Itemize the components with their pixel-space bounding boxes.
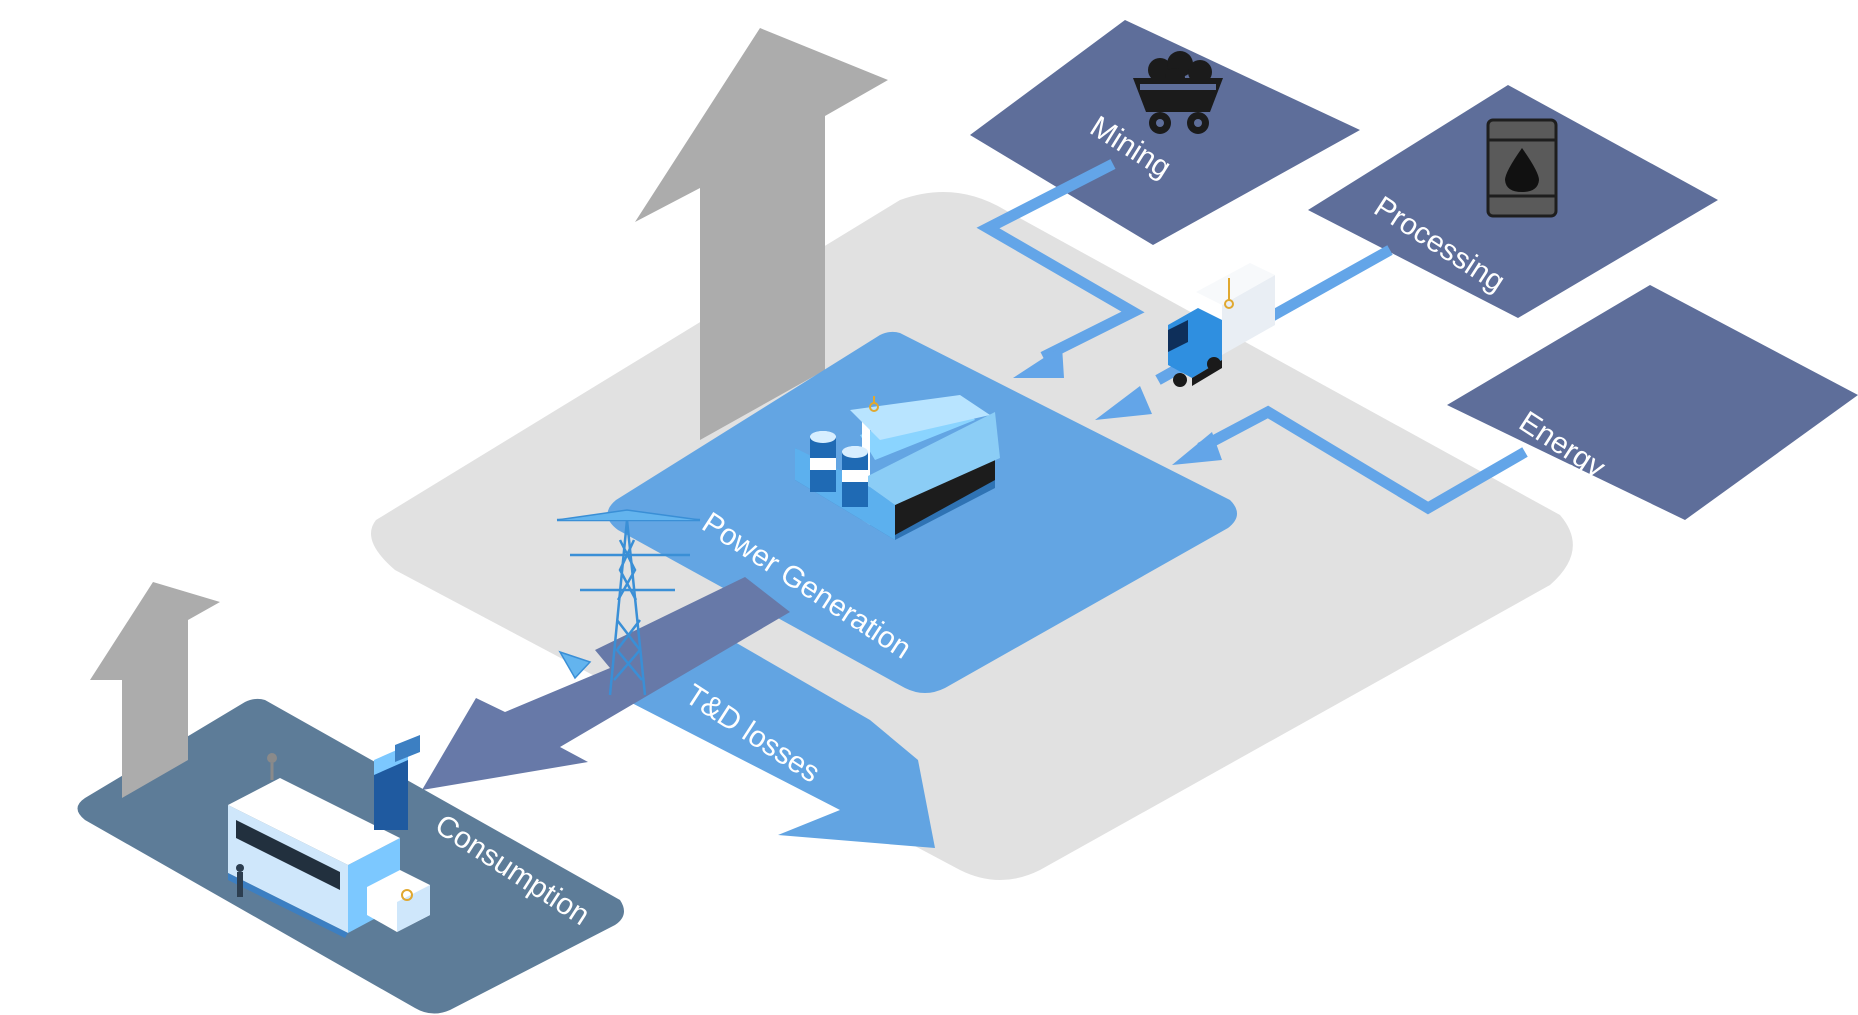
distribution-arrow bbox=[422, 577, 790, 790]
coal-mine-cart-icon bbox=[1133, 51, 1223, 134]
factory-building-icon bbox=[228, 735, 430, 938]
emission-arrow-small bbox=[90, 582, 220, 798]
mining-flow-arrow bbox=[976, 159, 1145, 378]
oil-barrel-icon bbox=[1486, 118, 1558, 218]
energy-flow-arrow bbox=[1172, 405, 1528, 515]
td-losses-arrow bbox=[620, 615, 935, 848]
emission-arrow-large bbox=[635, 28, 888, 440]
transmission-tower-icon bbox=[556, 509, 701, 696]
delivery-truck-icon bbox=[1168, 263, 1275, 387]
power-plant-icon bbox=[795, 395, 1000, 540]
energy-tile bbox=[1447, 285, 1858, 520]
